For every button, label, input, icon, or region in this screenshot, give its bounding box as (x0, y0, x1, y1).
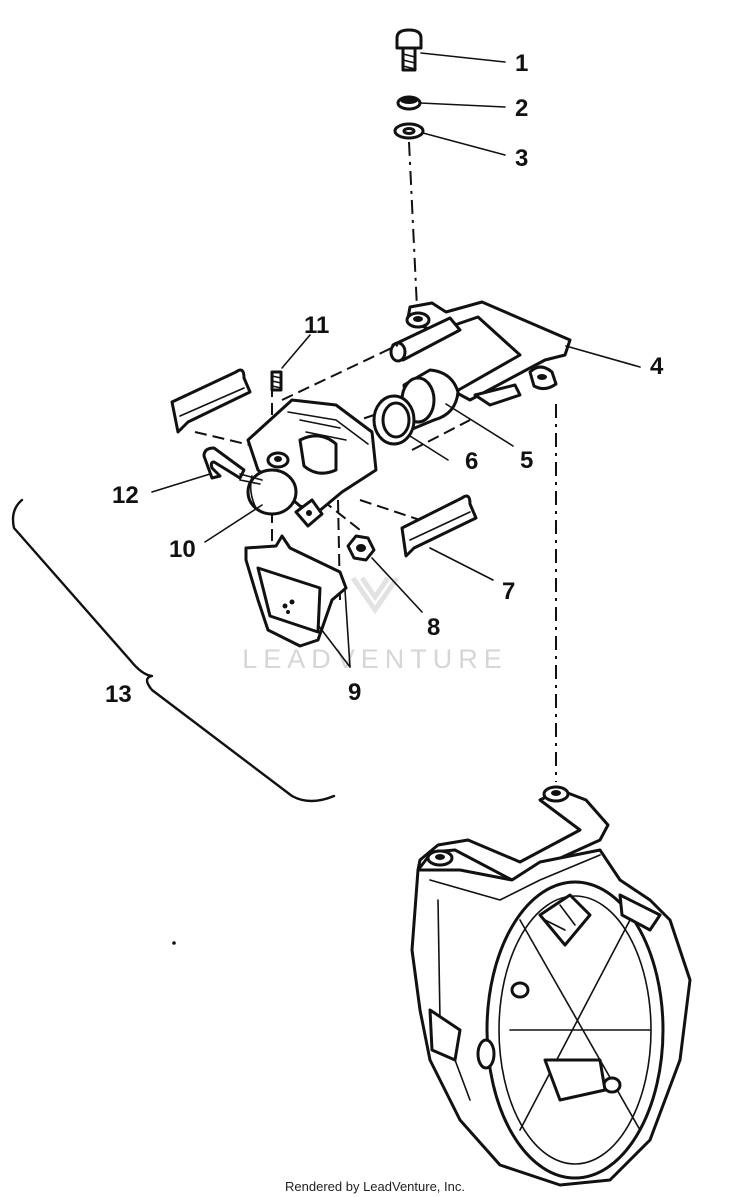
part-13-brace (11, 498, 336, 803)
callout-8: 8 (427, 614, 440, 641)
part-1-bolt (395, 28, 423, 72)
callout-numbers: 1 2 3 4 5 6 7 8 9 10 11 12 13 (105, 50, 664, 708)
part-12-pad-spring (202, 446, 263, 485)
part-8-nut (346, 534, 376, 562)
callout-10: 10 (169, 536, 196, 563)
callout-1: 1 (515, 50, 528, 77)
watermark-text: LEADVENTURE (242, 644, 508, 674)
callout-3: 3 (515, 145, 528, 172)
callout-7: 7 (502, 578, 515, 605)
speck (172, 941, 176, 945)
part-7-shim-left (170, 368, 252, 434)
part-3-flat-washer (393, 122, 425, 140)
callout-13: 13 (105, 681, 132, 708)
callout-5: 5 (520, 447, 533, 474)
chaincase-housing (410, 785, 692, 1187)
part-2-lock-washer (396, 95, 422, 111)
callout-11: 11 (304, 312, 329, 339)
assembly-centerline-top (408, 141, 418, 309)
callout-9: 9 (348, 679, 361, 706)
footer-credit: Rendered by LeadVenture, Inc. (285, 1179, 465, 1194)
leadventure-watermark: LEADVENTURE (242, 576, 508, 674)
part-9-brake-pads (244, 534, 348, 648)
leader-lines (151, 52, 641, 668)
part-10-cylinder (246, 468, 298, 516)
part-7-shim-right (400, 494, 478, 558)
callout-2: 2 (515, 95, 528, 122)
part-6-seal-ring (372, 394, 416, 446)
part-11-bleeder-screw (270, 370, 283, 392)
callout-12: 12 (112, 482, 139, 509)
callout-4: 4 (650, 353, 664, 380)
part-4-caliper-bracket (389, 300, 572, 407)
callout-6: 6 (465, 448, 478, 475)
